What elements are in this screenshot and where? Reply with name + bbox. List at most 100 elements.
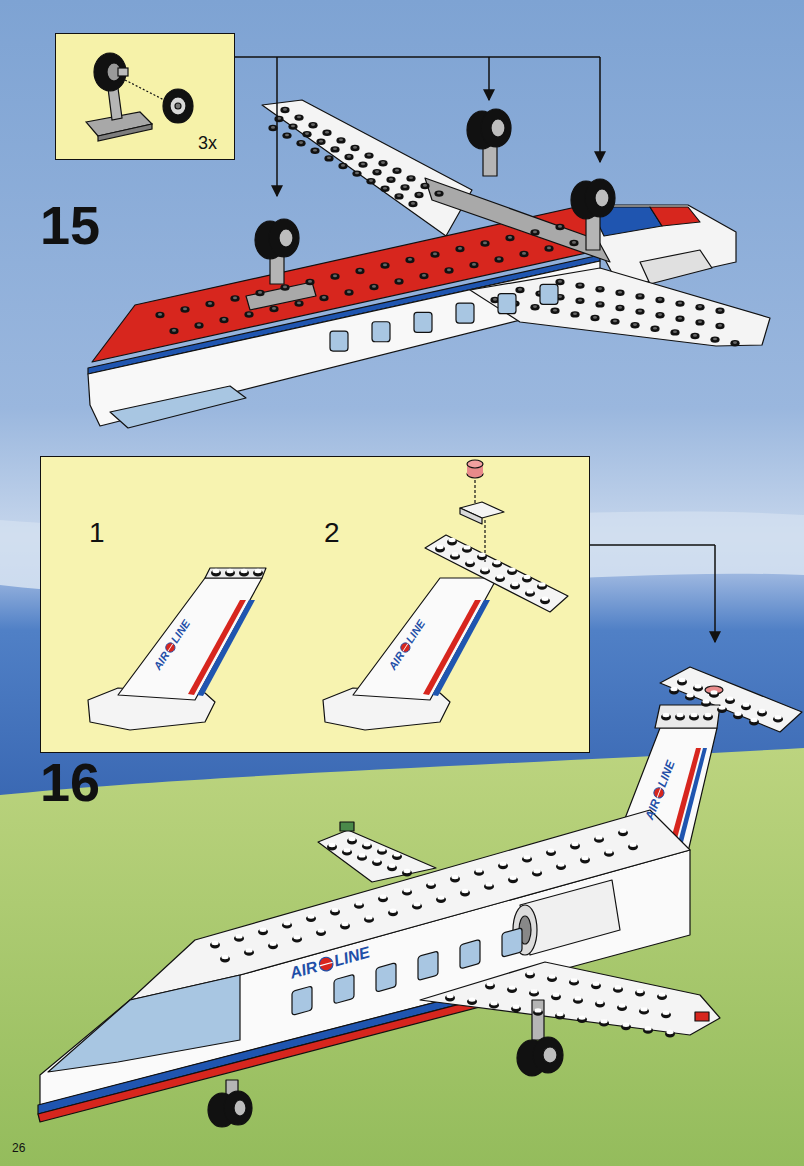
stud [183, 308, 187, 311]
stud [319, 295, 328, 301]
stud [272, 307, 276, 310]
stud [614, 985, 621, 989]
stud [254, 569, 261, 573]
stud [518, 288, 522, 291]
stud [380, 262, 389, 268]
stud [495, 574, 505, 582]
stud [742, 703, 749, 707]
logo-text: LINE [169, 618, 192, 645]
stud [638, 295, 642, 298]
stud [294, 114, 303, 120]
stud [155, 312, 164, 318]
stud [373, 858, 380, 862]
stud [205, 301, 214, 307]
stud [362, 842, 372, 850]
stud [253, 570, 263, 577]
airplane [543, 1047, 557, 1063]
logo-text: AIR [643, 797, 662, 821]
stud [463, 545, 470, 549]
stud [595, 1000, 605, 1008]
stud [430, 251, 439, 257]
quantity-label: 3x [198, 134, 217, 152]
stud [669, 688, 679, 695]
stud [522, 856, 532, 863]
stud [733, 341, 737, 344]
stud [434, 190, 443, 196]
stud [575, 282, 584, 288]
globe-icon [403, 644, 408, 652]
stud [492, 560, 502, 568]
stud [717, 706, 727, 713]
stud [244, 948, 254, 956]
stud [635, 308, 644, 314]
stud [430, 251, 439, 257]
stud [733, 712, 743, 720]
tail-fin [211, 569, 263, 577]
stud [211, 570, 221, 577]
stud [393, 852, 400, 856]
airplane-underside [483, 146, 497, 176]
stud [713, 338, 717, 341]
stud [220, 955, 230, 963]
stud [348, 837, 355, 841]
stud [495, 575, 505, 582]
airplane [420, 962, 720, 1035]
stud [230, 295, 239, 301]
stud [467, 997, 477, 1005]
stud [383, 187, 387, 190]
stud [525, 971, 535, 979]
stud [233, 297, 237, 300]
stud [450, 553, 460, 560]
stud [519, 251, 528, 257]
stud [508, 985, 515, 989]
stud [271, 126, 275, 129]
stud [378, 847, 385, 851]
stud [437, 192, 441, 195]
stud [555, 224, 564, 230]
stud [392, 853, 402, 860]
stud [412, 903, 422, 910]
stud [316, 928, 326, 936]
stud [389, 178, 393, 181]
stud [433, 253, 437, 256]
stud [661, 1011, 671, 1019]
stud [599, 1019, 609, 1027]
stud [465, 560, 475, 567]
stud [436, 895, 446, 903]
stud [365, 915, 372, 919]
assembly-arrow [235, 57, 715, 642]
stud [292, 935, 302, 943]
logo-text: AIR [288, 959, 319, 982]
stud [297, 302, 301, 305]
stud [595, 301, 604, 307]
stud [629, 843, 636, 847]
stud [547, 974, 557, 982]
stud [497, 258, 501, 261]
stud [662, 713, 669, 717]
stud [455, 246, 464, 252]
stud [347, 155, 351, 158]
stud [710, 336, 719, 342]
tail-stabilizer [425, 460, 568, 612]
stud [507, 568, 517, 575]
stud [220, 956, 230, 963]
stud [306, 914, 316, 922]
background [0, 748, 804, 1166]
substep-number: 2 [324, 519, 340, 547]
stud [532, 869, 542, 877]
stud [327, 157, 331, 160]
stud [369, 284, 378, 290]
globe-icon [319, 962, 332, 966]
stud [420, 183, 429, 189]
stud [635, 990, 645, 997]
stud [628, 843, 638, 851]
stud [698, 321, 702, 324]
stud [475, 868, 482, 872]
airplane [655, 705, 720, 728]
stud [394, 193, 403, 199]
stud [240, 569, 247, 573]
stud [330, 908, 340, 916]
stud [258, 928, 268, 935]
stud [593, 316, 597, 319]
tail-fin [323, 578, 497, 730]
